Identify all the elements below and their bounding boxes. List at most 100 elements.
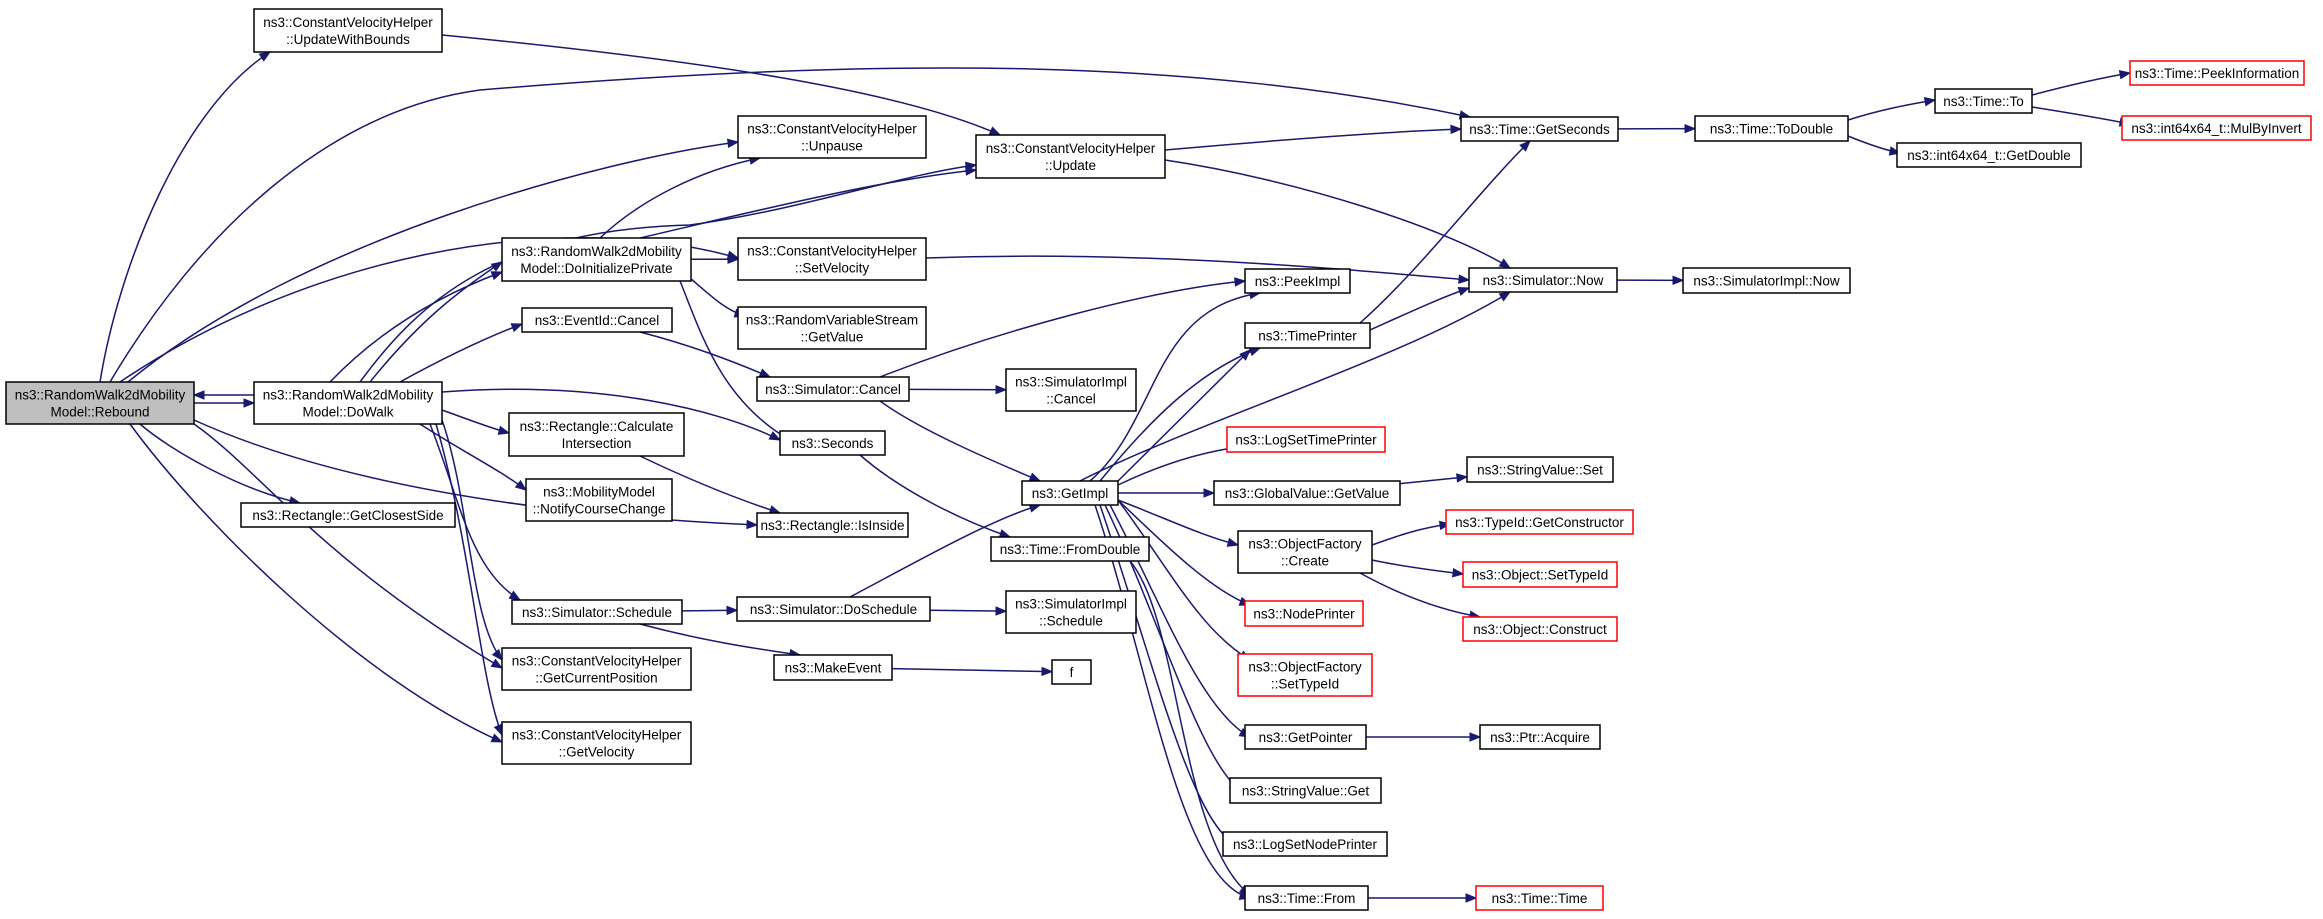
- node-label: Intersection: [562, 436, 632, 451]
- node-box: [1005, 368, 1137, 412]
- graph-node-f[interactable]: f: [1051, 659, 1092, 685]
- node-box: [773, 654, 893, 681]
- graph-node-obj-construct[interactable]: ns3::Object::Construct: [1462, 616, 1618, 642]
- graph-node-simimpl-schedule[interactable]: ns3::SimulatorImpl::Schedule: [1005, 590, 1137, 634]
- node-label: ns3::SimulatorImpl::Now: [1693, 274, 1840, 289]
- graph-node-timeprinter[interactable]: ns3::TimePrinter: [1244, 322, 1371, 349]
- graph-node-logsettimeprinter[interactable]: ns3::LogSetTimePrinter: [1226, 426, 1386, 453]
- graph-node-obj-settypeid[interactable]: ns3::Object::SetTypeId: [1462, 561, 1618, 588]
- graph-node-seconds[interactable]: ns3::Seconds: [779, 430, 886, 456]
- node-label: Model::Rebound: [50, 405, 149, 420]
- graph-node-time-getseconds[interactable]: ns3::Time::GetSeconds: [1460, 116, 1619, 142]
- graph-node-sv-set[interactable]: ns3::StringValue::Set: [1466, 456, 1614, 483]
- node-label: ns3::SimulatorImpl: [1015, 597, 1127, 612]
- graph-node-time-fromdouble[interactable]: ns3::Time::FromDouble: [990, 536, 1150, 562]
- node-box: [1466, 456, 1614, 483]
- node-label: ::Cancel: [1046, 392, 1096, 407]
- graph-node-getimpl[interactable]: ns3::GetImpl: [1021, 480, 1119, 506]
- node-box: [975, 134, 1166, 179]
- graph-node-cvh-update[interactable]: ns3::ConstantVelocityHelper::Update: [975, 134, 1166, 179]
- call-edge: [925, 255, 1471, 284]
- call-edge: [1118, 488, 1216, 498]
- node-box: [1244, 268, 1351, 294]
- graph-node-rw-doinit[interactable]: ns3::RandomWalk2dMobilityModel::DoInitia…: [501, 237, 692, 282]
- node-box: [1475, 885, 1604, 911]
- graph-node-rect-closest[interactable]: ns3::Rectangle::GetClosestSide: [240, 502, 456, 528]
- graph-node-rect-isinside[interactable]: ns3::Rectangle::IsInside: [756, 512, 909, 538]
- node-box: [501, 721, 692, 765]
- call-edge: [879, 400, 1042, 482]
- graph-node-logsetnodeprinter[interactable]: ns3::LogSetNodePrinter: [1222, 831, 1388, 857]
- call-edge: [369, 261, 504, 383]
- graph-node-time-time[interactable]: ns3::Time::Time: [1475, 885, 1604, 911]
- graph-node-makeevent[interactable]: ns3::MakeEvent: [773, 654, 893, 681]
- graph-node-of-create[interactable]: ns3::ObjectFactory::Create: [1237, 530, 1373, 574]
- graph-node-time-from[interactable]: ns3::Time::From: [1244, 885, 1369, 911]
- graph-node-sim-cancel[interactable]: ns3::Simulator::Cancel: [756, 376, 910, 402]
- node-box: [1445, 509, 1634, 535]
- graph-node-int64-getdouble[interactable]: ns3::int64x64_t::GetDouble: [1896, 142, 2082, 168]
- graph-node-simimpl-now[interactable]: ns3::SimulatorImpl::Now: [1682, 267, 1851, 294]
- node-box: [501, 237, 692, 282]
- call-edge: [441, 419, 503, 662]
- graph-node-time-todouble[interactable]: ns3::Time::ToDouble: [1694, 115, 1849, 142]
- node-label: ns3::Time::To: [1943, 94, 2024, 109]
- node-label: ns3::ObjectFactory: [1248, 537, 1362, 552]
- graph-node-sim-now[interactable]: ns3::Simulator::Now: [1468, 267, 1618, 293]
- call-edge: [2031, 70, 2132, 96]
- node-label: ns3::StringValue::Set: [1477, 463, 1603, 478]
- graph-node-time-to[interactable]: ns3::Time::To: [1934, 88, 2033, 114]
- node-label: ::SetTypeId: [1271, 677, 1339, 692]
- node-box: [1213, 480, 1401, 506]
- node-label: Model::DoInitializePrivate: [520, 261, 672, 276]
- graph-node-cvh-unpause[interactable]: ns3::ConstantVelocityHelper::Unpause: [737, 115, 927, 159]
- graph-node-of-settypeid[interactable]: ns3::ObjectFactory::SetTypeId: [1237, 653, 1373, 697]
- graph-node-cvh-updatewithbounds[interactable]: ns3::ConstantVelocityHelper::UpdateWithB…: [253, 8, 443, 53]
- node-label: ns3::ConstantVelocityHelper: [263, 15, 433, 30]
- graph-node-mm-notify[interactable]: ns3::MobilityModel::NotifyCourseChange: [525, 478, 673, 522]
- call-edge: [690, 254, 740, 264]
- node-label: ::Create: [1281, 554, 1329, 569]
- call-edges: [99, 34, 2132, 903]
- call-edge: [1359, 572, 1482, 620]
- call-edge: [879, 277, 1247, 378]
- node-label: ns3::Time::FromDouble: [1000, 542, 1141, 557]
- call-edge: [1371, 520, 1452, 546]
- graph-node-sim-schedule[interactable]: ns3::Simulator::Schedule: [511, 599, 683, 625]
- graph-node-getpointer[interactable]: ns3::GetPointer: [1244, 724, 1367, 750]
- graph-node-rvs-getvalue[interactable]: ns3::RandomVariableStream::GetValue: [737, 306, 927, 350]
- graph-node-peekimpl[interactable]: ns3::PeekImpl: [1244, 268, 1351, 294]
- node-label: ns3::GetPointer: [1259, 730, 1353, 745]
- graph-node-nodeprinter[interactable]: ns3::NodePrinter: [1244, 600, 1364, 627]
- graph-node-sv-get[interactable]: ns3::StringValue::Get: [1229, 777, 1382, 804]
- graph-node-sim-doschedule[interactable]: ns3::Simulator::DoSchedule: [736, 596, 931, 622]
- call-edge: [679, 280, 792, 441]
- graph-node-cvh-setvelocity[interactable]: ns3::ConstantVelocityHelper::SetVelocity: [737, 237, 927, 281]
- call-edge: [891, 666, 1054, 677]
- node-box: [737, 115, 927, 159]
- graph-node-gv-getvalue[interactable]: ns3::GlobalValue::GetValue: [1213, 480, 1401, 506]
- node-label: ns3::int64x64_t::MulByInvert: [2131, 121, 2302, 136]
- graph-node-time-peekinfo[interactable]: ns3::Time::PeekInformation: [2129, 60, 2305, 86]
- call-edge: [929, 606, 1008, 616]
- node-label: ns3::Seconds: [792, 436, 874, 451]
- node-box: [1934, 88, 2033, 114]
- call-edge: [1079, 291, 1512, 482]
- graph-node-int64-mulbyinvert[interactable]: ns3::int64x64_t::MulByInvert: [2121, 115, 2312, 141]
- graph-node-eventid-cancel[interactable]: ns3::EventId::Cancel: [521, 307, 673, 333]
- graph-node-ptr-acquire[interactable]: ns3::Ptr::Acquire: [1479, 724, 1601, 750]
- graph-node-cvh-getvel[interactable]: ns3::ConstantVelocityHelper::GetVelocity: [501, 721, 692, 765]
- call-edge: [127, 138, 740, 383]
- node-box: [990, 536, 1150, 562]
- node-label: ns3::SimulatorImpl: [1015, 375, 1127, 390]
- call-edge: [908, 384, 1008, 395]
- graph-node-simimpl-cancel[interactable]: ns3::SimulatorImpl::Cancel: [1005, 368, 1137, 412]
- graph-node-typeid-getctor[interactable]: ns3::TypeId::GetConstructor: [1445, 509, 1634, 535]
- node-box: [521, 307, 673, 333]
- graph-node-cvh-getpos[interactable]: ns3::ConstantVelocityHelper::GetCurrentP…: [501, 647, 692, 691]
- node-label: ns3::ConstantVelocityHelper: [747, 122, 917, 137]
- node-label: ::Schedule: [1039, 614, 1103, 629]
